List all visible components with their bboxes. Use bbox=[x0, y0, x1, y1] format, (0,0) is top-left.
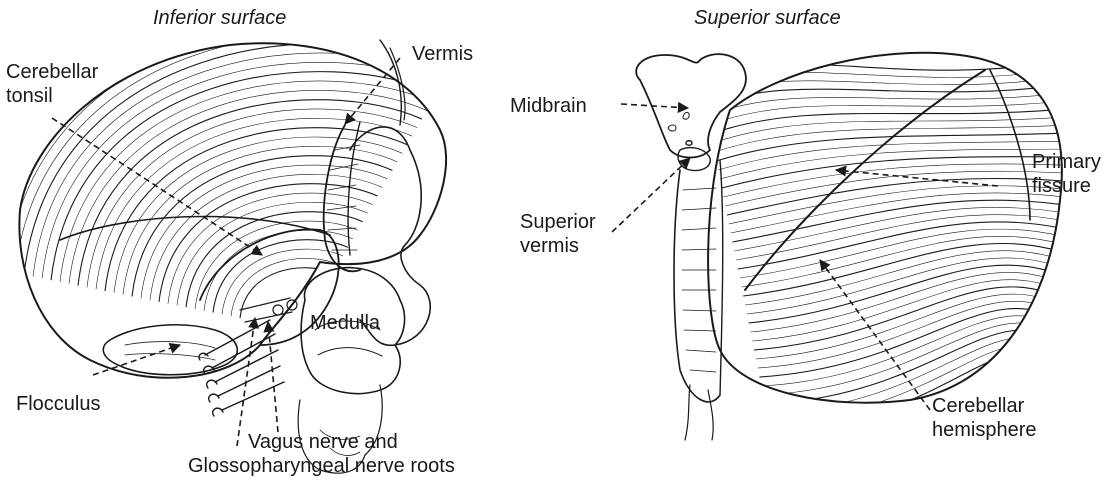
cerebellar-tonsil-label-line-1: Cerebellar bbox=[6, 60, 98, 84]
medulla-drawing bbox=[298, 127, 430, 473]
folia-line bbox=[87, 109, 417, 287]
folia-line bbox=[704, 76, 1070, 98]
folia-line bbox=[132, 156, 392, 297]
flocculus-leader bbox=[93, 345, 180, 375]
folia-line bbox=[0, 0, 506, 255]
folia-line bbox=[42, 62, 442, 278]
folia-line bbox=[729, 186, 1070, 224]
vagus-nerve-label: Vagus nerve and Glossopharyngeal nerve r… bbox=[188, 430, 455, 478]
folia-line bbox=[723, 164, 1070, 197]
superior-vermis-label-line-2: vermis bbox=[520, 234, 596, 258]
folia-line bbox=[718, 141, 1070, 170]
folia-line bbox=[0, 0, 496, 259]
vermis-label: Vermis bbox=[412, 42, 473, 66]
folia-line bbox=[231, 258, 338, 316]
primary-fissure-label-line-2: fissure bbox=[1032, 174, 1101, 198]
vermis-drawing bbox=[324, 122, 360, 271]
primary-fissure-label: Primary fissure bbox=[1032, 150, 1101, 198]
cerebellar-hemisphere-leader bbox=[820, 260, 930, 410]
folia-line bbox=[761, 316, 1070, 386]
folia-line bbox=[186, 212, 363, 307]
flocculus-label: Flocculus bbox=[16, 392, 100, 416]
midbrain-leader bbox=[621, 104, 688, 108]
inferior-surface-title: Inferior surface bbox=[153, 6, 286, 30]
folia-line bbox=[222, 249, 343, 314]
cerebellar-tonsil-leader bbox=[52, 118, 262, 255]
primary-fissure-leader bbox=[836, 170, 998, 186]
folia-line bbox=[738, 222, 1070, 269]
folia-line bbox=[705, 84, 1070, 107]
vagus-leader-2 bbox=[268, 322, 278, 432]
superior-vermis-label-line-1: Superior bbox=[520, 210, 596, 234]
cerebellar-hemisphere-label-line-1: Cerebellar bbox=[932, 394, 1037, 418]
vagus-leader-1 bbox=[237, 318, 255, 446]
cerebellar-tonsil-label: Cerebellar tonsil bbox=[6, 60, 98, 108]
primary-fissure-label-line-1: Primary bbox=[1032, 150, 1101, 174]
folia-line bbox=[702, 68, 1070, 89]
folia-line bbox=[732, 200, 1070, 242]
folia-line bbox=[60, 81, 432, 282]
superior-vermis-label: Superior vermis bbox=[520, 210, 596, 258]
cerebellar-hemisphere-label-line-2: hemisphere bbox=[932, 418, 1037, 442]
folia-line bbox=[123, 146, 397, 294]
folia-line bbox=[750, 272, 1070, 332]
midbrain-label: Midbrain bbox=[510, 94, 587, 118]
folia-line bbox=[756, 294, 1070, 359]
folia-line bbox=[0, 0, 511, 253]
folia-line bbox=[727, 178, 1070, 215]
superior-vermis-leader bbox=[612, 158, 690, 232]
vagus-nerve-label-line-1: Vagus nerve and bbox=[248, 430, 455, 454]
vagus-nerve-label-line-2: Glossopharyngeal nerve roots bbox=[188, 454, 455, 478]
folia-line bbox=[700, 60, 1070, 80]
folia-line bbox=[749, 265, 1070, 323]
brainstem-column-drawing bbox=[674, 160, 723, 440]
superior-surface-title: Superior surface bbox=[694, 6, 841, 30]
folia-line bbox=[752, 280, 1070, 341]
cerebellar-tonsil-label-line-2: tonsil bbox=[6, 84, 98, 108]
cerebellar-hemisphere-label: Cerebellar hemisphere bbox=[932, 394, 1037, 442]
folia-line bbox=[763, 323, 1070, 395]
folia-line bbox=[159, 184, 378, 302]
folia-line bbox=[0, 6, 472, 267]
medulla-label: Medulla bbox=[310, 311, 380, 335]
flocculus-drawing bbox=[103, 325, 237, 375]
folia-line bbox=[722, 157, 1070, 188]
